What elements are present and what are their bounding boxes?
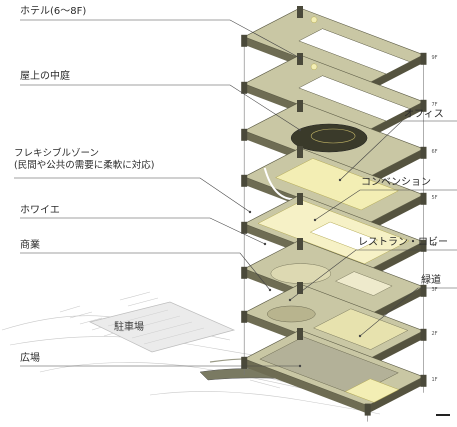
slab-side-right [367, 148, 424, 186]
corner-post [420, 239, 427, 252]
leader-dot [248, 210, 252, 214]
leader-lines [14, 19, 457, 368]
label-foyer: ホワイエ [20, 205, 60, 216]
leader-line [20, 19, 301, 59]
core-node [310, 16, 318, 24]
leader-line [14, 177, 251, 213]
leader-line [289, 249, 457, 301]
label-plaza: 広場 [20, 353, 40, 364]
corner-post [297, 328, 303, 340]
restaurant-lobby-zone [312, 308, 409, 350]
label-rooftop-court: 屋上の中庭 [20, 71, 70, 82]
courtyard-void [298, 28, 411, 75]
greenway-entry [344, 378, 400, 403]
corner-post [364, 403, 371, 416]
leader-line [359, 287, 457, 337]
floor-tag: 4F [432, 242, 438, 248]
corner-post [241, 310, 248, 323]
corner-post [420, 374, 427, 387]
label-restaurant-lobby: レストラン・ロビー [358, 237, 448, 248]
floor-tag: 3F [432, 287, 438, 293]
label-flexible-zone-note: (民間や公共の需要に柔軟に対応) [14, 160, 155, 171]
corner-post [241, 174, 248, 187]
parking-lot [88, 301, 236, 353]
label-greenway: 緑道 [421, 275, 441, 286]
commercial-curve [270, 263, 332, 284]
corner-post [420, 146, 427, 159]
slab-side-front [244, 358, 368, 414]
floor-tag: 7F [432, 102, 438, 108]
corner-post [297, 282, 303, 294]
leader-dot [288, 298, 292, 302]
leader-line [20, 252, 271, 291]
corner-post [420, 192, 427, 205]
corner-post [241, 128, 248, 141]
corner-post [420, 328, 427, 341]
corner-post [241, 34, 248, 47]
leader-dot [263, 242, 267, 246]
corner-post [241, 81, 248, 94]
label-office: オフィス [404, 109, 444, 120]
label-flexible-zone-title: フレキシブルゾーン [14, 148, 100, 159]
corner-mark [436, 414, 450, 416]
slab-side-right [367, 286, 424, 324]
slab-side-right [367, 241, 424, 279]
floor-slabs: 9F 7F 6F 5F 4F 3F 2F 1F [241, 6, 438, 416]
corner-post [241, 356, 248, 369]
courtyard-void [298, 75, 411, 122]
commercial-block [334, 271, 393, 296]
corner-post [241, 221, 248, 234]
floor-1f: 1F [241, 328, 438, 416]
leader-line [314, 189, 457, 221]
corner-post [297, 6, 303, 18]
leader-dot [298, 56, 302, 60]
floor-tag: 6F [432, 149, 438, 155]
leader-line [20, 217, 266, 245]
slab-side-right [367, 330, 424, 368]
floor-tag: 1F [432, 377, 438, 383]
corner-post [420, 284, 427, 297]
leader-dot [298, 128, 302, 132]
label-flexible-zone: フレキシブルゾーン (民間や公共の需要に柔軟に対応) [14, 148, 154, 172]
corner-post [297, 238, 303, 250]
label-hotel: ホテル(6〜8F) [20, 6, 87, 17]
floor-tag: 9F [432, 55, 438, 61]
lobby-curve [267, 305, 316, 323]
label-convention: コンベンション [361, 177, 431, 188]
corner-post [420, 52, 427, 65]
corner-post [241, 266, 248, 279]
corner-post [297, 146, 303, 158]
leader-line [339, 120, 457, 181]
slab-side-right [367, 194, 424, 232]
floor-tag: 5F [432, 195, 438, 201]
slab-side-right [367, 376, 424, 414]
leader-dot [358, 334, 362, 338]
leader-dot [338, 178, 342, 182]
slab-side-right [367, 101, 424, 139]
slab-side-right [367, 54, 424, 92]
leader-dot [268, 288, 272, 292]
corner-post [297, 100, 303, 112]
office-zone [274, 158, 399, 211]
court-ring [310, 128, 356, 144]
label-commercial: 商業 [20, 240, 40, 251]
leader-line [20, 84, 301, 131]
leader-dot [313, 218, 317, 222]
leader-dot [298, 364, 302, 368]
label-parking: 駐車場 [114, 322, 144, 333]
corner-post [420, 99, 427, 112]
floor-tag: 2F [432, 331, 438, 337]
core-node [310, 63, 318, 71]
corner-post [297, 193, 303, 205]
